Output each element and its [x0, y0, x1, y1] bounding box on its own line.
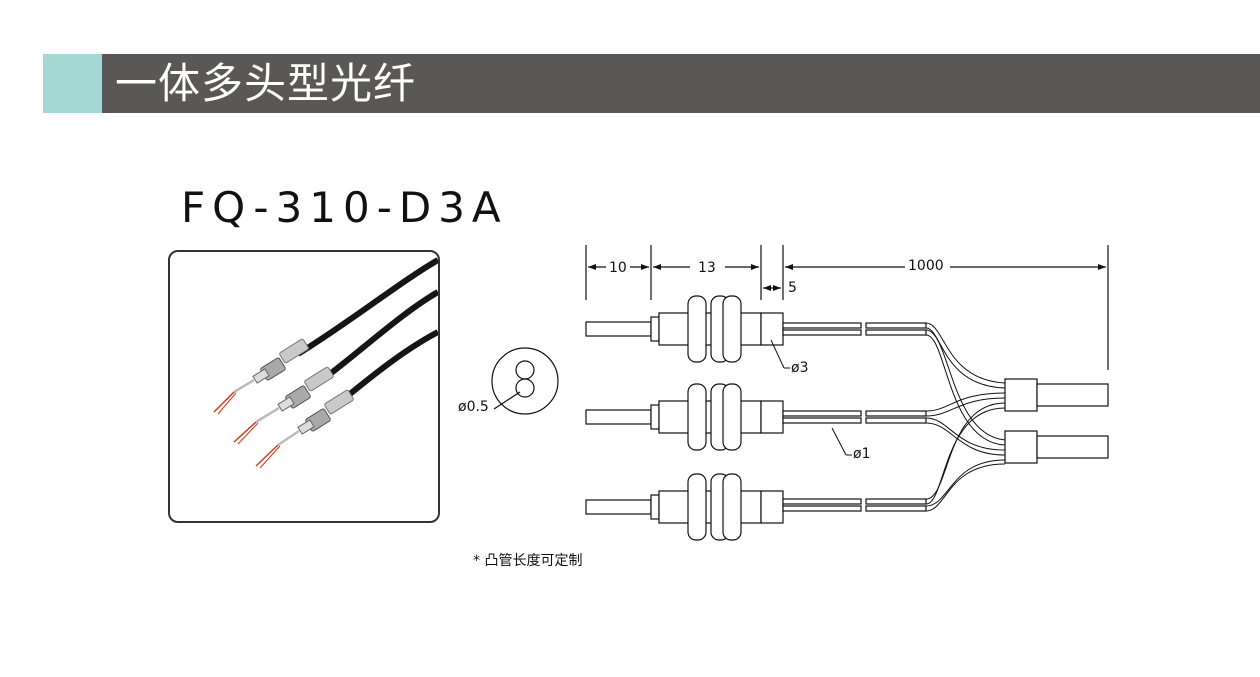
dim-body-length: 13 [698, 260, 716, 276]
title-accent-block [43, 54, 102, 113]
connector-2-tail [1036, 435, 1109, 459]
product-photo [168, 250, 440, 523]
connector-2 [1004, 430, 1038, 464]
dim-fiber-diameter: ø1 [853, 446, 870, 462]
dim-head-length: 10 [609, 260, 627, 276]
probe-head-1 [585, 295, 927, 363]
model-number: FQ-310-D3A [181, 183, 508, 232]
dim-tube-diameter: ø3 [791, 360, 808, 376]
connector-1 [1004, 378, 1038, 412]
connector-1-tail [1036, 383, 1109, 407]
dim-fiber-length: 1000 [908, 258, 944, 274]
probe-head-3 [585, 473, 927, 541]
product-photo-illustration [213, 257, 438, 469]
cross-section-view [491, 347, 559, 415]
dim-tube-offset: 5 [788, 280, 797, 296]
footnote: * 凸管长度可定制 [473, 553, 583, 569]
title-bar: 一体多头型光纤 [43, 54, 1260, 113]
fiber-bundle [925, 322, 1006, 512]
probe-head-2 [585, 383, 927, 451]
page-title: 一体多头型光纤 [115, 59, 417, 108]
dim-core-diameter: ø0.5 [458, 399, 489, 415]
